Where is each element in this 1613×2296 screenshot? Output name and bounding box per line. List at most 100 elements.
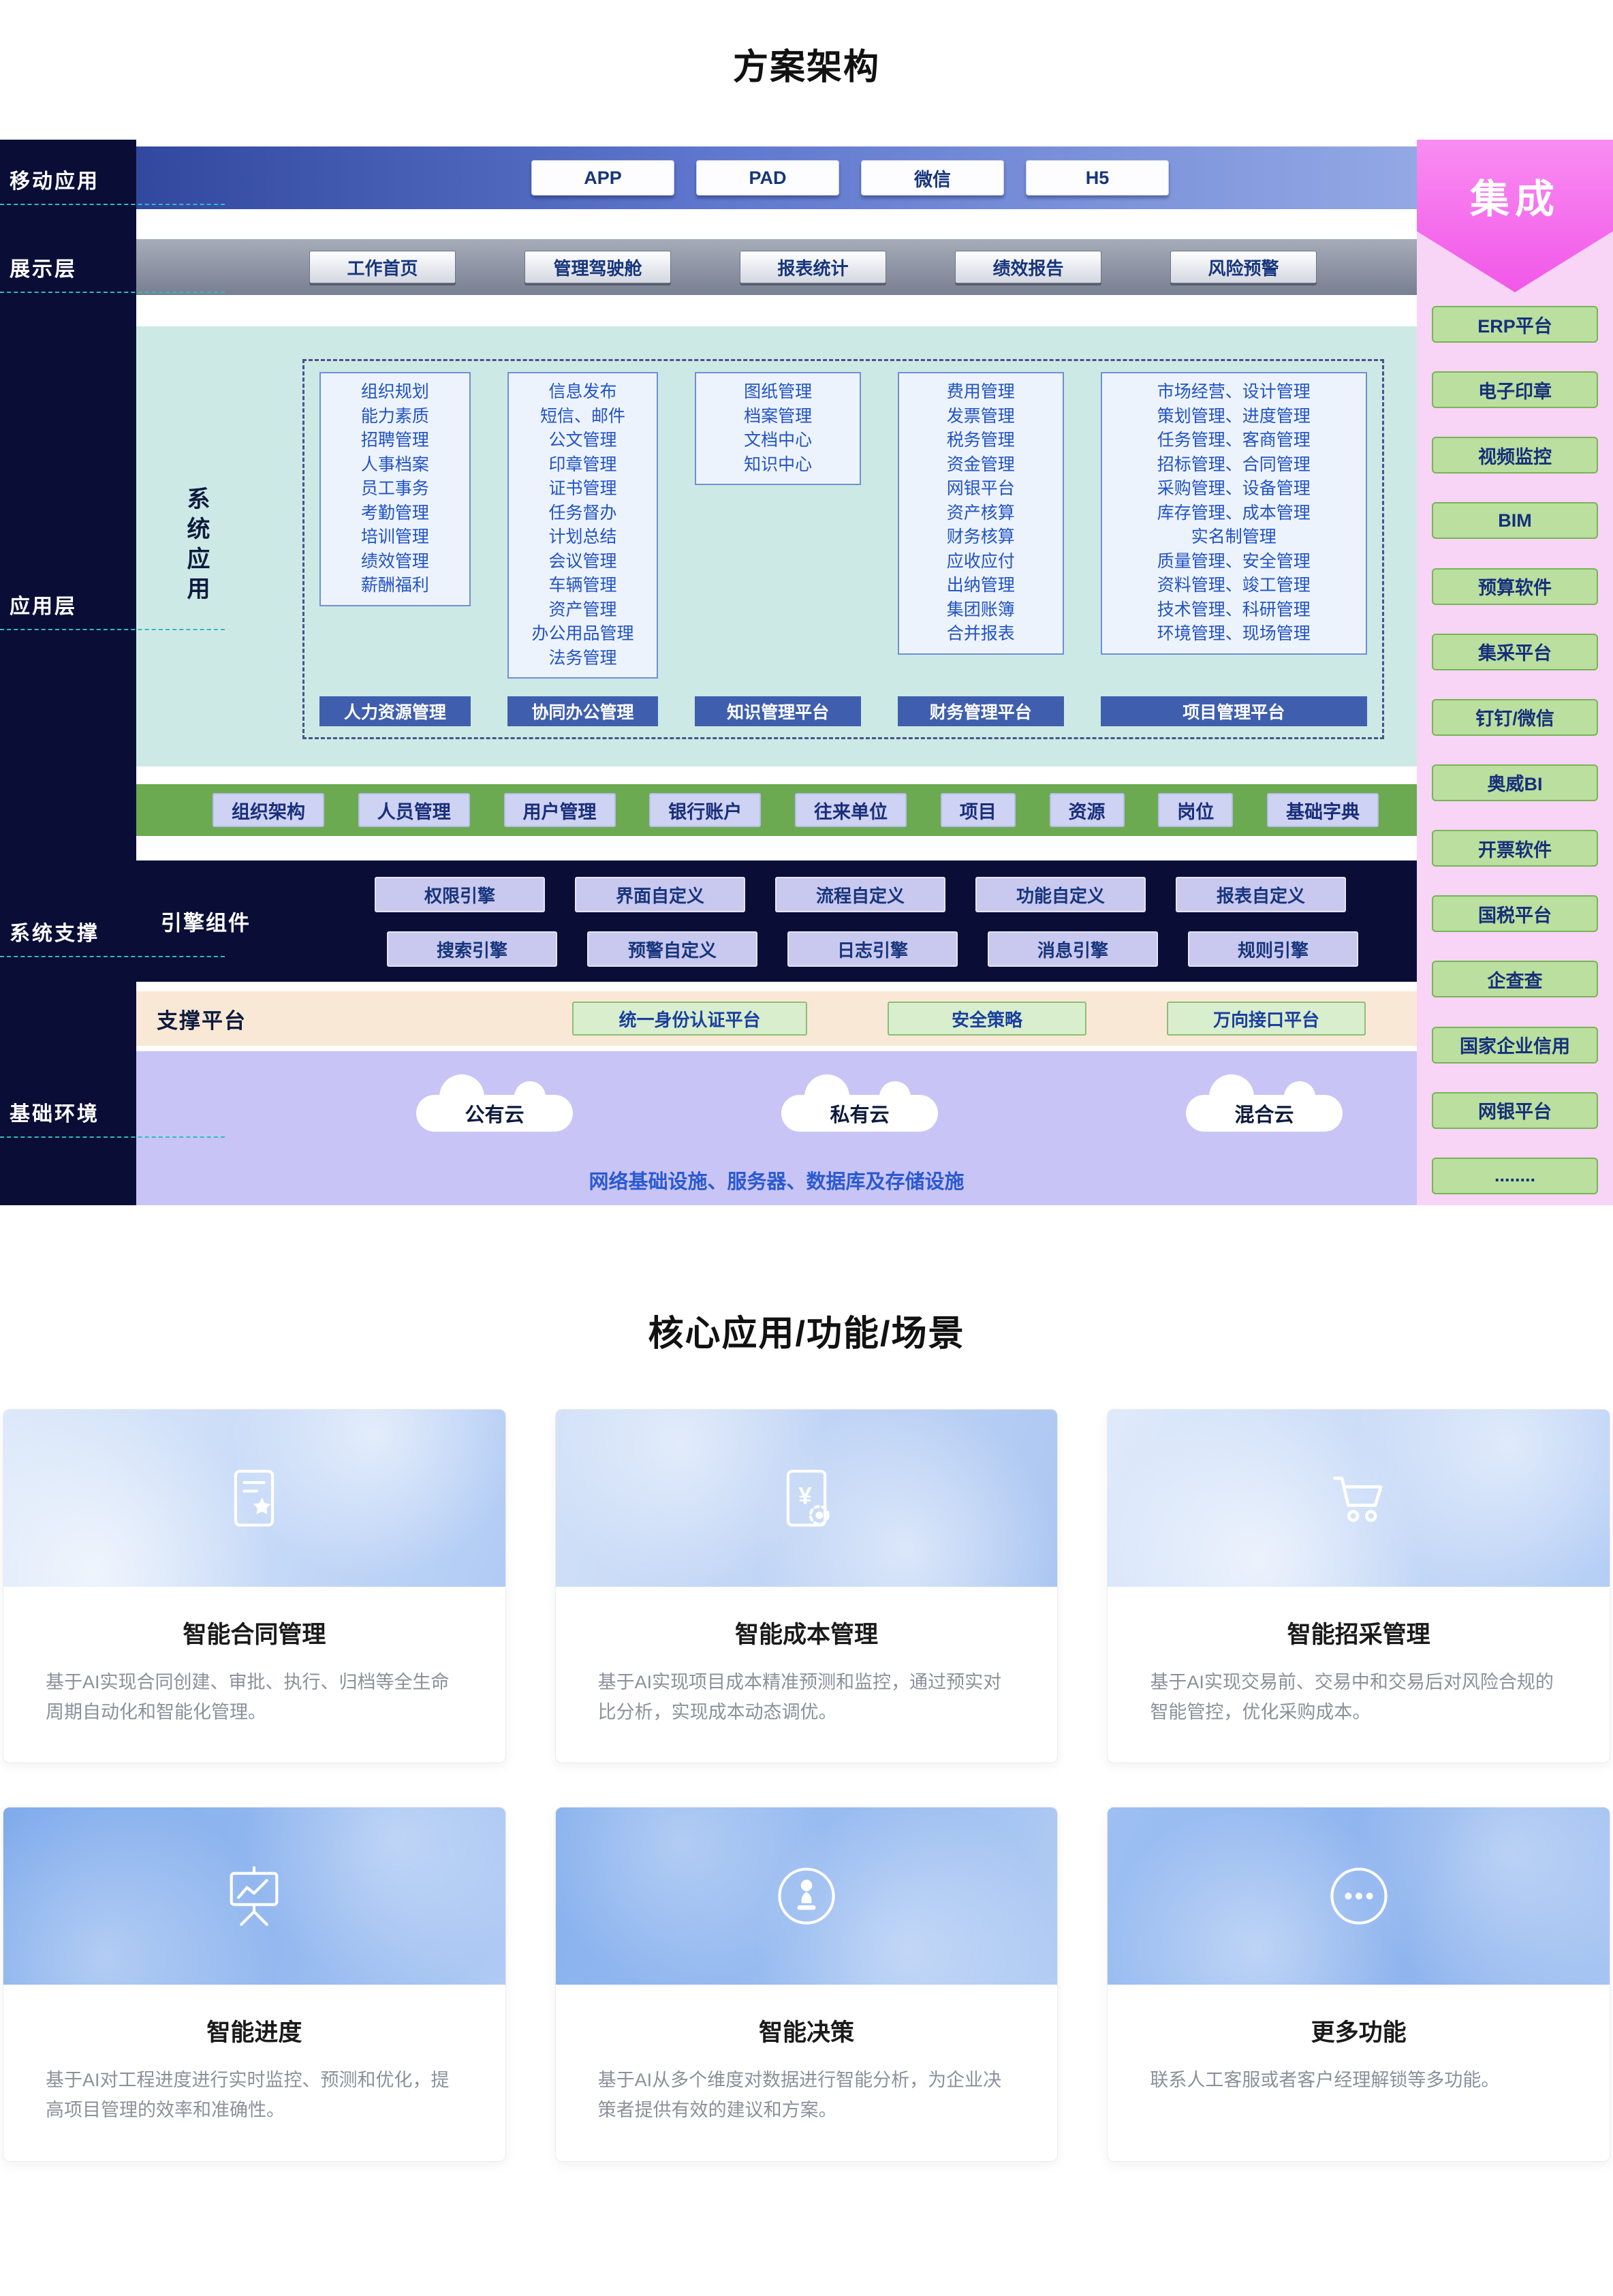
app-module: 库存管理、成本管理 (1157, 503, 1311, 523)
app-module: 办公用品管理 (531, 624, 634, 643)
integration-banner: 集成 (1417, 140, 1613, 292)
master-data-box: 资源 (1049, 793, 1125, 827)
hybrid-cloud: 混合云 (1186, 1074, 1343, 1132)
app-column-title: 协同办公管理 (507, 696, 659, 726)
card-description: 基于AI对工程进度进行实时监控、预测和优化，提高项目管理的效率和准确性。 (46, 2070, 450, 2121)
app-module: 市场经营、设计管理 (1157, 382, 1311, 401)
engine-box: 流程自定义 (775, 877, 945, 912)
app-module: 印章管理 (548, 454, 617, 474)
card-description: 基于AI实现项目成本精准预测和监控，通过预实对比分析，实现成本动态调优。 (597, 1672, 1002, 1722)
app-column-title: 人力资源管理 (319, 696, 471, 726)
integration-box: 企查查 (1432, 961, 1598, 998)
integration-box: 网银平台 (1432, 1091, 1598, 1129)
app-module: 档案管理 (744, 406, 813, 426)
engine-box: 搜索引擎 (387, 931, 557, 967)
card-illustration (3, 1808, 505, 1985)
master-data-box: 人员管理 (358, 793, 470, 827)
engine-box: 规则引擎 (1188, 931, 1358, 967)
master-data-box: 银行账户 (649, 793, 762, 827)
card-illustration: ¥ (555, 1410, 1058, 1587)
card-illustration (1108, 1410, 1610, 1587)
card-title: 智能进度 (206, 2019, 302, 2047)
display-layer-box: 绩效报告 (955, 251, 1101, 283)
app-module: 资产管理 (548, 600, 617, 619)
app-column-knowledge: 图纸管理档案管理文档中心知识中心 知识管理平台 (695, 372, 861, 726)
app-module: 实名制管理 (1191, 527, 1277, 546)
layer-label-support: 系统支撑 (0, 916, 225, 957)
app-module: 薪酬福利 (360, 576, 429, 595)
app-module: 质量管理、安全管理 (1157, 551, 1311, 571)
app-module: 环境管理、现场管理 (1157, 624, 1311, 643)
feature-card-procurement[interactable]: 智能招采管理 基于AI实现交易前、交易中和交易后对风险合规的智能管控，优化采购成… (1107, 1409, 1610, 1764)
master-data-box: 用户管理 (503, 793, 616, 827)
support-platform-band: 支撑平台 统一身份认证平台安全策略万向接口平台 (136, 991, 1417, 1046)
feature-card-cost[interactable]: ¥ 智能成本管理 基于AI实现项目成本精准预测和监控，通过预实对比分析，实现成本… (554, 1409, 1059, 1764)
engine-box: 日志引擎 (787, 931, 958, 967)
more-dots-icon (1330, 1867, 1388, 1925)
infrastructure-caption: 网络基础设施、服务器、数据库及存储设施 (589, 1171, 965, 1193)
engine-row-2: 搜索引擎预警自定义日志引擎消息引擎规则引擎 (387, 931, 1358, 967)
app-module: 文档中心 (744, 431, 813, 450)
cloud-label: 混合云 (1234, 1104, 1294, 1126)
architecture-title: 方案架构 (732, 48, 880, 87)
app-module: 资金管理 (946, 454, 1015, 474)
app-module: 员工事务 (360, 479, 429, 498)
display-layer-box: 风险预警 (1170, 251, 1317, 283)
infrastructure-band: 公有云 私有云 混合云 网络基础设施、服务器、数据库及存储设施 (136, 1051, 1417, 1205)
application-modules-box: 组织规划能力素质招聘管理人事档案员工事务考勤管理培训管理绩效管理薪酬福利 人力资… (302, 359, 1384, 739)
display-layer-box: 管理驾驶舱 (524, 251, 671, 283)
contract-document-icon (234, 1470, 275, 1527)
feature-card-more[interactable]: 更多功能 联系人工客服或者客户经理解锁等多功能。 (1107, 1807, 1610, 2162)
integration-box: 集采平台 (1432, 633, 1598, 670)
app-module: 合并报表 (946, 624, 1015, 643)
card-illustration (1108, 1808, 1610, 1985)
app-module: 人事档案 (360, 454, 429, 474)
app-module: 财务核算 (946, 527, 1015, 546)
public-cloud: 公有云 (416, 1074, 573, 1132)
app-module: 车辆管理 (548, 576, 617, 595)
app-module: 短信、邮件 (540, 406, 626, 426)
mobile-app-box: H5 (1026, 160, 1169, 196)
mobile-app-box: APP (531, 160, 674, 196)
master-data-box: 组织架构 (213, 793, 324, 827)
master-data-box: 往来单位 (795, 793, 907, 827)
presentation-chart-icon (230, 1866, 279, 1927)
engine-component-band: 引擎组件 权限引擎界面自定义流程自定义功能自定义报表自定义 搜索引擎预警自定义日… (136, 860, 1417, 982)
engine-component-label: 引擎组件 (161, 911, 251, 935)
card-title: 智能合同管理 (183, 1622, 326, 1648)
display-layer-box: 工作首页 (309, 251, 456, 283)
mobile-app-box: PAD (696, 160, 839, 196)
app-module: 培训管理 (360, 527, 429, 546)
cost-document-icon: ¥ (786, 1470, 830, 1527)
feature-card-decision[interactable]: 智能决策 基于AI从多个维度对数据进行智能分析，为企业决策者提供有效的建议和方案… (554, 1807, 1059, 2162)
platform-box: 万向接口平台 (1167, 1002, 1366, 1036)
app-module: 发票管理 (946, 406, 1015, 426)
app-module: 任务管理、客商管理 (1157, 431, 1311, 450)
master-data-box: 岗位 (1158, 793, 1234, 827)
app-module: 法务管理 (548, 648, 617, 668)
feature-card-schedule[interactable]: 智能进度 基于AI对工程进度进行实时监控、预测和优化，提高项目管理的效率和准确性… (3, 1807, 506, 2162)
app-column-title: 项目管理平台 (1100, 696, 1367, 726)
app-module: 考勤管理 (360, 503, 429, 523)
master-data-band: 组织架构人员管理用户管理银行账户往来单位项目资源岗位基础字典 (136, 784, 1417, 836)
integration-box: 钉钉/微信 (1432, 698, 1598, 736)
feature-card-contract[interactable]: 智能合同管理 基于AI实现合同创建、审批、执行、归档等全生命周期自动化和智能化管… (3, 1409, 506, 1764)
card-illustration (3, 1410, 505, 1587)
app-module: 信息发布 (548, 382, 617, 401)
shopping-cart-icon (1332, 1476, 1383, 1522)
layer-label-display: 展示层 (0, 252, 225, 293)
app-column-oa: 信息发布短信、邮件公文管理印章管理证书管理任务督办计划总结会议管理车辆管理资产管… (507, 372, 659, 726)
support-platform-items: 统一身份认证平台安全策略万向接口平台 (572, 1002, 1366, 1036)
integration-box: 电子印章 (1432, 371, 1598, 409)
integration-box: ........ (1432, 1157, 1598, 1194)
app-module: 能力素质 (360, 406, 429, 426)
integration-box: 开票软件 (1432, 830, 1598, 867)
app-module: 证书管理 (548, 479, 617, 498)
private-cloud: 私有云 (781, 1074, 938, 1132)
platform-box: 统一身份认证平台 (572, 1002, 807, 1036)
app-module: 组织规划 (360, 382, 429, 401)
